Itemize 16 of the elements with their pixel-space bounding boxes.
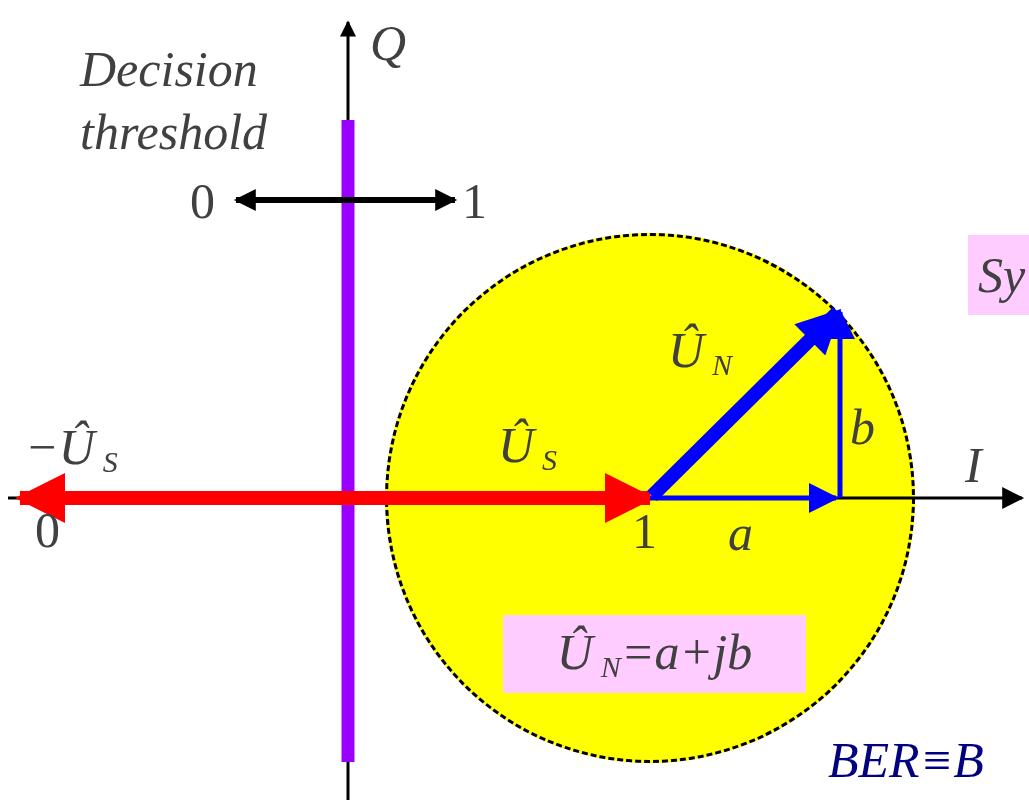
bit-label: 0 bbox=[35, 505, 60, 555]
formula-text: Û$_{N}$=a+jb bbox=[556, 626, 753, 682]
bit-label: 1 bbox=[632, 506, 657, 556]
axis-label: I bbox=[965, 440, 982, 490]
formula-label-box bbox=[968, 235, 1029, 315]
vector-label: Û$_{N}$ bbox=[668, 325, 733, 380]
component-label: b bbox=[850, 402, 875, 452]
vector-label: Û$_{S}$ bbox=[498, 420, 558, 475]
component-label: a bbox=[728, 508, 753, 558]
formula-label-box bbox=[503, 615, 806, 693]
axis-label: Q bbox=[370, 18, 407, 68]
bit-label: 1 bbox=[462, 176, 487, 226]
vector-label: −Û$_{S}$ bbox=[25, 422, 118, 477]
bit-label: 0 bbox=[190, 176, 215, 226]
axis-caption: Decision threshold bbox=[80, 40, 269, 162]
formula-text: BER≡B bbox=[828, 735, 984, 785]
